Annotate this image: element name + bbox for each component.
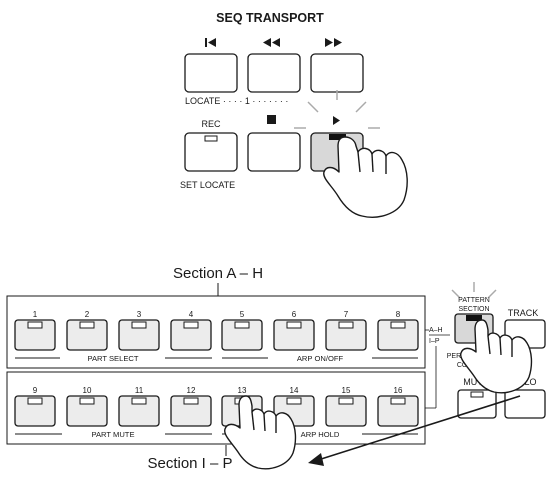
mute-label: MUTE [463,377,489,387]
part-led [338,321,354,329]
jump-to-start-icon [205,38,216,47]
part-button-2[interactable] [66,319,108,351]
part-led [79,321,95,329]
rec-led [204,135,218,142]
part-led [27,321,43,329]
part-number-label: 10 [83,386,92,395]
part-number-label: 6 [292,310,297,319]
part-button-1[interactable] [14,319,56,351]
part-led [131,321,147,329]
part-led [183,321,199,329]
arp-on-off-label: ARP ON/OFF [297,354,344,363]
part-number-label: 14 [290,386,299,395]
part-button-12[interactable] [170,395,212,427]
solo-button[interactable] [504,389,546,419]
bottom-row-buttons: 9 10 11 12 13 14 15 16 [14,386,419,427]
part-led [286,321,302,329]
rewind-icon [263,38,280,47]
section-glow-rays [451,282,497,299]
switch-a-h-label: A–H [429,327,443,334]
part-led [27,397,43,405]
button-13-pressing-hand-icon [224,395,297,470]
switch-arrow [308,395,521,466]
part-button-3[interactable] [118,319,160,351]
part-led [286,397,302,405]
top-section-frame [6,295,426,369]
section-pressing-hand-icon [460,319,533,394]
part-button-10[interactable] [66,395,108,427]
part-number-label: 5 [240,310,245,319]
part-number-label: 11 [135,386,144,395]
part-led [390,321,406,329]
part-button-9[interactable] [14,395,56,427]
section-a-h-title: Section A – H [173,265,263,282]
part-select-label: PART SELECT [87,354,138,363]
rewind-button[interactable] [247,53,301,93]
part-button-16[interactable] [377,395,419,427]
part-button-8[interactable] [377,319,419,351]
fast-forward-icon [325,38,342,47]
top-row-buttons: 1 2 3 4 5 6 7 8 [14,310,419,351]
part-number-label: 1 [33,310,38,319]
part-led [183,397,199,405]
part-number-label: 3 [137,310,142,319]
switch-i-p-label: I–P [429,338,440,345]
part-number-label: 13 [238,386,247,395]
part-led [79,397,95,405]
pattern-label: PATTERN [458,297,490,304]
stop-icon [267,115,276,124]
part-button-15[interactable] [325,395,367,427]
section-i-p-title: Section I – P [147,455,232,472]
play-icon [333,116,340,125]
pressing-hand-icon [323,136,408,218]
part-led [131,397,147,405]
part-mute-label: PART MUTE [91,430,134,439]
track-label: TRACK [508,308,539,318]
arp-hold-label: ARP HOLD [301,430,340,439]
part-led [338,397,354,405]
section-label: SECTION [458,306,489,313]
part-number-label: 15 [342,386,351,395]
part-button-11[interactable] [118,395,160,427]
part-number-label: 2 [85,310,90,319]
stop-button[interactable] [247,132,301,172]
part-number-label: 12 [187,386,196,395]
glow-rays [294,90,380,129]
part-number-label: 7 [344,310,349,319]
part-number-label: 8 [396,310,401,319]
mute-led [470,391,484,398]
part-button-5[interactable] [221,319,263,351]
part-button-4[interactable] [170,319,212,351]
part-button-7[interactable] [325,319,367,351]
fast-forward-button[interactable] [310,53,364,93]
part-led [390,397,406,405]
set-locate-label: SET LOCATE [180,180,235,190]
part-number-label: 16 [394,386,403,395]
part-led [234,321,250,329]
play-led-lit [329,134,346,140]
section-led-lit [466,315,482,321]
part-number-label: 4 [189,310,194,319]
part-number-label: 9 [33,386,38,395]
rec-button[interactable] [184,132,238,172]
locate-label: LOCATE · · · · 1 · · · · · · · [185,96,288,106]
rec-label: REC [201,119,221,129]
seq-transport-title: SEQ TRANSPORT [216,11,324,25]
jump-to-start-button[interactable] [184,53,238,93]
part-button-6[interactable] [273,319,315,351]
